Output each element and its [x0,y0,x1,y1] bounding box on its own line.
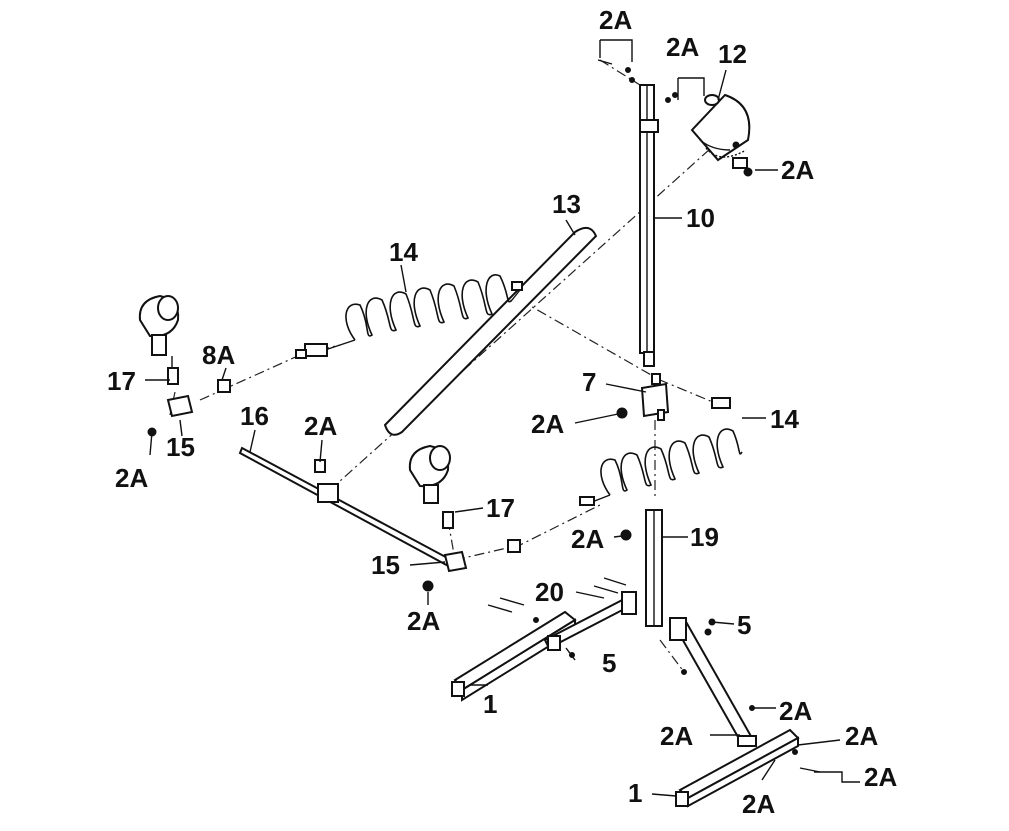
top-bolts [597,59,678,103]
callout-16: 16 [240,401,269,431]
callout-7: 7 [582,367,596,397]
bracket-7 [616,373,670,421]
lamp-right [408,444,454,529]
callout-2a-top-right: 2A [666,32,699,62]
callout-12: 12 [718,39,747,69]
callout-10: 10 [686,203,715,233]
callout-1-right: 1 [628,778,642,808]
callout-5-left: 5 [602,648,616,678]
callout-14-right: 14 [770,404,799,434]
callout-2a-below15: 2A [407,606,440,636]
leader-lines [145,39,860,797]
callout-2a-foot-right: 2A [845,721,878,751]
diagonal-brace [669,617,754,746]
callout-19: 19 [690,522,719,552]
callout-17-right: 17 [486,493,515,523]
callout-2a-bracket7: 2A [531,409,564,439]
callout-17-left: 17 [107,366,136,396]
callout-2a-bottom: 2A [742,789,775,819]
callout-labels: 2A 2A 12 2A 13 10 14 8A 17 2A 15 16 2A 7… [107,5,897,819]
callout-14-left: 14 [389,237,418,267]
crossbar-left [543,591,637,651]
bracket-15-left [147,379,231,437]
base-leg-left [451,610,577,702]
callout-2a-top-left: 2A [599,5,632,35]
callout-2a-brace: 2A [779,696,812,726]
lamp-left [138,294,180,385]
callout-2a-post: 2A [571,524,604,554]
coil-cord-14-right [579,397,743,506]
callout-5-right: 5 [737,610,751,640]
upright-post-10 [639,84,659,367]
light-bar-13 [383,226,598,436]
callout-2a-light: 2A [781,155,814,185]
callout-15-left: 15 [166,432,195,462]
post-19 [620,509,663,627]
callout-20: 20 [535,577,564,607]
bracket-15-right [422,539,521,592]
callout-15-right: 15 [371,550,400,580]
work-light-12 [690,93,753,177]
callout-13: 13 [552,189,581,219]
callout-2a-left-bracket: 2A [115,463,148,493]
callout-2a-foot-left: 2A [660,721,693,751]
callout-8a: 8A [202,340,235,370]
callout-1-left: 1 [483,689,497,719]
callout-2a-mid: 2A [304,411,337,441]
coil-cord-14-left [295,274,523,359]
callout-2a-foot-far: 2A [864,762,897,792]
base-leg-right [675,728,800,808]
